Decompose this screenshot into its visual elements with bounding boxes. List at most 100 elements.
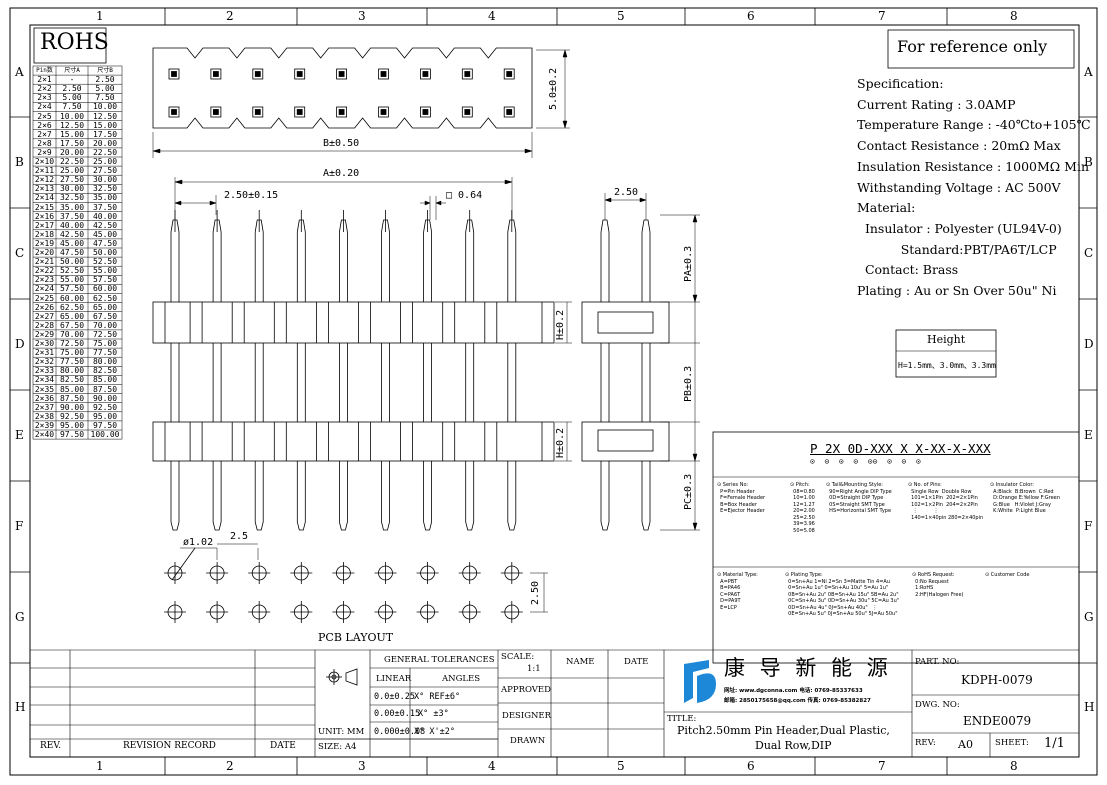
row-label: B [15, 155, 24, 169]
row-label: C [15, 246, 25, 260]
row-label: B [1084, 155, 1093, 169]
top-view-pin [168, 68, 180, 80]
col-label: 1 [96, 759, 104, 773]
side-view-recess-lower [597, 429, 654, 452]
front-view-pin-mid [507, 343, 517, 422]
pin-table-cell: 62.50 [92, 293, 118, 303]
pin-table-cell: 2×30 [34, 339, 55, 348]
pin-table-cell: 82.50 [59, 375, 85, 385]
pin-table-cell: 2×25 [34, 293, 55, 303]
pin-table-cell: 70.00 [92, 320, 118, 330]
col-label: 7 [878, 9, 886, 23]
pin-table-cell: 12.50 [92, 111, 118, 121]
dim-side-pitch: 2.50 [614, 187, 639, 198]
linear-tol-3: 0.000±0.08 [374, 727, 426, 737]
title-line-2: Dual Row,DIP [755, 739, 832, 752]
pin-table-header: 尺寸B [97, 67, 113, 74]
part-no: KDPH-0079 [961, 673, 1033, 687]
top-view-pin [503, 106, 515, 118]
side-view-pin-mid [641, 343, 651, 422]
pin-table-cell: 52.50 [92, 257, 118, 267]
top-view-pin-core [422, 109, 429, 115]
pin-table-cell: 85.00 [59, 384, 85, 394]
front-view-pin-mid [339, 343, 348, 422]
row-label: A [1084, 65, 1093, 79]
side-view-housing-upper [581, 301, 670, 344]
general-tolerances: GENERAL TOLERANCES [384, 655, 495, 665]
row-label: D [15, 337, 25, 351]
pin-table-cell: 95.00 [92, 411, 118, 421]
front-view-pin-top [507, 219, 517, 302]
company-contact-1: 网址: www.dgconna.com 电话: 0769-85337633 [724, 688, 863, 694]
pin-table-cell: 77.50 [59, 357, 85, 367]
pin-table-cell: 2×8 [37, 138, 52, 148]
front-view-pin-mid [465, 343, 475, 422]
pin-table-cell: 22.50 [92, 147, 118, 157]
pin-table-cell: 2.50 [95, 75, 115, 85]
top-view-pin-core [171, 109, 177, 115]
pin-table-cell: 27.50 [92, 166, 118, 176]
side-view-pin-bottom [600, 461, 610, 531]
pin-table-cell: 12.50 [59, 120, 85, 130]
approved-label: APPROVED [501, 685, 551, 695]
front-view-housing-upper [152, 301, 555, 344]
top-view-pin [210, 68, 222, 80]
row-label: E [1084, 428, 1093, 442]
rohs-mark: ROHS [40, 30, 109, 55]
front-view-housing-lower [152, 421, 555, 462]
pin-table-cell: 62.50 [59, 302, 85, 312]
front-view-pin-bottom [170, 461, 180, 531]
front-view-pin-top [212, 219, 222, 302]
spec-line: Standard:PBT/PA6T/LCP [857, 241, 1057, 257]
pin-table-cell: 5.00 [62, 93, 82, 103]
side-view-pin-top [600, 219, 610, 302]
pin-table-cell: 47.50 [92, 238, 118, 248]
row-label: G [15, 610, 25, 624]
dim-h-lower: H±0.2 [555, 427, 566, 458]
pin-table-cell: 17.50 [59, 138, 85, 148]
pin-table-cell: 77.50 [92, 348, 118, 358]
dim-pb: PB±0.3 [683, 365, 694, 402]
front-view-pin-bottom [507, 461, 517, 531]
top-view-pin [252, 68, 264, 80]
col-label: 4 [488, 9, 496, 23]
part-code-markers: ⊙ ⊙ ⊙ ⊙ ⊙⊙ ⊙ ⊙ ⊙ [810, 457, 921, 466]
pin-table-cell: 47.50 [59, 248, 85, 257]
front-view-pin-top [296, 219, 306, 302]
scale-value: 1:1 [527, 664, 541, 674]
dim-pc: PC±0.3 [683, 473, 694, 510]
row-label: A [15, 65, 24, 79]
revision-record-header: REVISION RECORD [123, 741, 216, 751]
spec-line: Contact Resistance : 20mΩ Max [857, 138, 1061, 154]
top-view-pin-core [422, 71, 429, 77]
pin-table-cell: 55.00 [92, 266, 118, 276]
pin-table-cell: 27.50 [59, 175, 85, 185]
pin-table-cell: 2×3 [37, 93, 52, 103]
pin-table-cell: 2×10 [34, 157, 55, 166]
spec-line: Current Rating : 3.0AMP [857, 96, 1016, 112]
pin-table-cell: 2×24 [34, 284, 55, 294]
pin-table-cell: - [69, 75, 75, 85]
pin-table-cell: 2×36 [34, 393, 55, 403]
col-label: 3 [358, 9, 366, 23]
pin-table-cell: 7.50 [62, 102, 82, 112]
col-label: 5 [617, 759, 625, 773]
col-label: 6 [747, 759, 755, 773]
pin-table-cell: 15.00 [92, 120, 118, 130]
unit-label: UNIT: MM [318, 727, 365, 737]
pin-table-cell: 2×16 [34, 211, 55, 221]
company-name: 康 导 新 能 源 [724, 656, 892, 680]
pin-table-cell: 2×15 [34, 202, 55, 212]
dwg-no: ENDE0079 [963, 714, 1032, 728]
pin-table-cell: 50.00 [59, 257, 85, 267]
top-view-pin-core [212, 71, 219, 77]
row-label: H [1084, 700, 1095, 714]
scale-label: SCALE: [501, 652, 535, 662]
top-view-pin-core [296, 109, 303, 115]
spec-line: Insulation Resistance : 1000MΩ Min [857, 158, 1089, 174]
code-tail: ⊙ Tail&Mounting Style: 90=Right Angle DI… [826, 482, 892, 514]
top-view-pin-core [506, 109, 513, 115]
dim-pcb-row: 2.50 [530, 580, 541, 605]
